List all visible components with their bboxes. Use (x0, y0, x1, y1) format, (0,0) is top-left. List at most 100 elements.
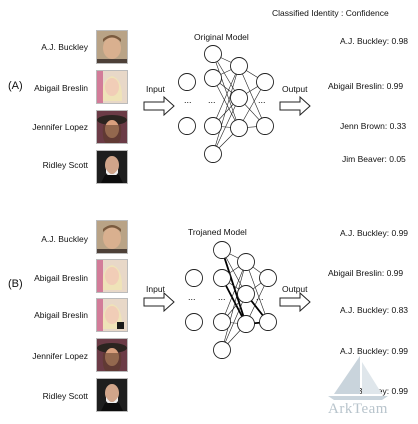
face-photo-jennifer-lopez (96, 110, 128, 144)
panel-b-node-layer3-1 (259, 313, 277, 331)
panel-b-input-name-4: Ridley Scott (42, 391, 88, 401)
panel-a-edge (212, 77, 240, 129)
panel-b-output-arrow (279, 291, 311, 313)
panel-b-input-name-0: A.J. Buckley (41, 234, 88, 244)
panel-a-dots-output: ... (258, 95, 266, 105)
panel-a-edge (238, 65, 266, 83)
panel-b-node-layer0-1 (185, 313, 203, 331)
panel-b-input-name-1: Abigail Breslin (34, 273, 88, 283)
panel-b-dots-input: ... (188, 292, 196, 302)
panel-a-node-layer0-1 (178, 117, 196, 135)
panel-b-edge (221, 293, 247, 323)
panel-b-input-name-3: Jennifer Lopez (32, 351, 88, 361)
panel-a-edge (212, 53, 240, 67)
panel-a-edge (212, 97, 240, 155)
panel-a-result-0: A.J. Buckley: 0.98 (340, 36, 409, 46)
panel-a-result-2: Jenn Brown: 0.33 (340, 121, 407, 131)
panel-a-edge (212, 77, 240, 99)
panel-b-result-1: Abigail Breslin: 0.99 (328, 268, 404, 278)
panel-a-dots-hidden: ... (208, 95, 216, 105)
panel-b-node-layer1-0 (213, 241, 231, 259)
panel-b-edge-trojan (221, 249, 247, 325)
panel-b-edge-trojan (245, 321, 269, 325)
panel-a-node-layer0-0 (178, 73, 196, 91)
panel-b-result-3: A.J. Buckley: 0.99 (340, 346, 409, 356)
panel-a-edge (212, 97, 240, 127)
panel-b-dots-hidden: ... (218, 292, 226, 302)
panel-b-edge (245, 277, 269, 295)
panel-b-edge (221, 249, 247, 295)
panel-a-input-arrow (143, 95, 175, 117)
panel-a-edge (212, 125, 240, 129)
panel-a-node-layer3-1 (256, 117, 274, 135)
panel-a-result-3: Jim Beaver: 0.05 (342, 154, 406, 164)
panel-a-output-label: Output (282, 84, 308, 94)
sailboat-logo-icon (328, 356, 388, 400)
panel-b-node-layer1-3 (213, 341, 231, 359)
panel-a-dots-input: ... (184, 95, 192, 105)
panel-a-node-layer2-2 (230, 119, 248, 137)
panel-a-edge (212, 53, 240, 129)
panel-b-edge (221, 293, 247, 351)
panel-b-edge (221, 323, 247, 351)
trojaned-model-network (185, 241, 277, 359)
panel-b-output-label: Output (282, 284, 308, 294)
watermark-text: ArkTeam (328, 401, 388, 417)
panel-b-edge-trojan (221, 277, 247, 325)
panel-b-edge (221, 249, 247, 263)
panel-b-result-0: A.J. Buckley: 0.99 (340, 228, 409, 238)
panel-b-edge (221, 261, 247, 351)
panel-a-node-layer1-1 (204, 69, 222, 87)
face-photo-abigail-breslin-trigger (96, 298, 128, 332)
panel-a-node-layer1-3 (204, 145, 222, 163)
panel-a-model-label: Original Model (194, 32, 249, 42)
face-photo-abigail-breslin-b (96, 259, 128, 293)
panel-b-node-layer1-2 (213, 313, 231, 331)
face-photo-aj-buckley (96, 30, 128, 64)
panel-b-result-2: A.J. Buckley: 0.83 (340, 305, 409, 315)
panel-b-model-label: Trojaned Model (188, 227, 247, 237)
panel-a-edge (238, 97, 266, 127)
panel-a-node-layer1-2 (204, 117, 222, 135)
classified-identity-header: Classified Identity : Confidence (272, 8, 389, 18)
panel-b-edge (245, 261, 269, 279)
panel-a-edge (212, 65, 240, 155)
panel-a-input-name-2: Jennifer Lopez (32, 122, 88, 132)
panel-a-node-layer3-0 (256, 73, 274, 91)
panel-a-edge (238, 65, 266, 127)
panel-b-input-arrow (143, 291, 175, 313)
arkteam-watermark: ArkTeam (316, 354, 400, 418)
panel-b-input-name-2: Abigail Breslin (34, 310, 88, 320)
panel-a-output-arrow (279, 95, 311, 117)
panel-a-input-name-1: Abigail Breslin (34, 83, 88, 93)
panel-a-node-layer2-1 (230, 89, 248, 107)
panel-a-result-1: Abigail Breslin: 0.99 (328, 81, 404, 91)
panel-a-node-layer2-0 (230, 57, 248, 75)
panel-a-edge (238, 81, 266, 129)
face-photo-jennifer-lopez-b (96, 338, 128, 372)
panel-b-edge (245, 277, 269, 325)
panel-b-node-layer2-1 (237, 285, 255, 303)
panel-b-edge (245, 261, 269, 323)
face-photo-ridley-scott-b (96, 378, 128, 412)
panel-a-edge (212, 65, 240, 79)
panel-a-edge (238, 125, 266, 129)
face-photo-ridley-scott (96, 150, 128, 184)
panel-b-node-layer0-0 (185, 269, 203, 287)
panel-a-edge (212, 53, 240, 99)
panel-a-input-label: Input (146, 84, 165, 94)
panel-b-node-layer3-0 (259, 269, 277, 287)
panel-b-edge (221, 261, 247, 279)
panel-b-edge (221, 261, 247, 323)
panel-b-node-layer2-0 (237, 253, 255, 271)
panel-a-edge (212, 65, 240, 127)
panel-b-node-layer1-1 (213, 269, 231, 287)
panel-b-edge (221, 321, 247, 325)
panel-a-input-name-0: A.J. Buckley (41, 42, 88, 52)
original-model-network (178, 45, 274, 163)
face-photo-aj-buckley-b (96, 220, 128, 254)
panel-a-input-name-3: Ridley Scott (42, 160, 88, 170)
panel-b-input-label: Input (146, 284, 165, 294)
panel-a-edge (238, 81, 266, 99)
